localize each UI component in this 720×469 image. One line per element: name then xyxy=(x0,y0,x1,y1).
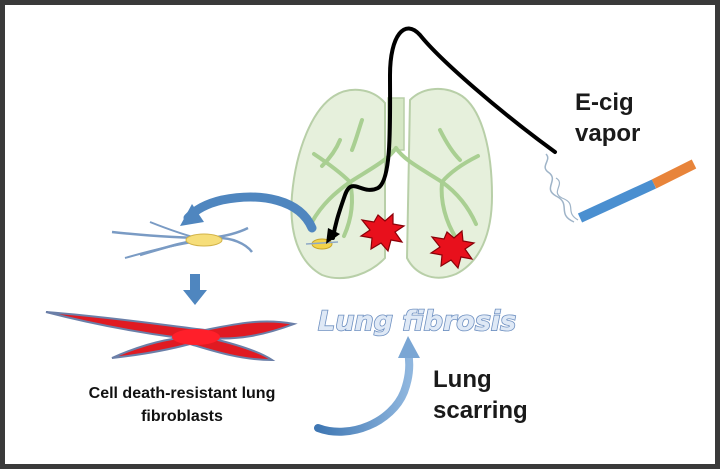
arrow-fibroblast-to-fibrosis xyxy=(314,336,420,436)
right-lung xyxy=(405,88,494,279)
cigarette-body xyxy=(577,179,657,223)
injury-burst-center xyxy=(359,212,406,253)
vapor-arrowhead xyxy=(326,228,340,244)
fibroblast-label-line2: fibroblasts xyxy=(141,408,223,425)
fibroblast-normal xyxy=(111,221,253,259)
arrow-lung-to-fibroblast xyxy=(180,192,317,233)
fibroblast-label-line1: Cell death-resistant lung xyxy=(89,385,276,402)
ecig-label-line1: E-cig xyxy=(575,89,634,116)
e-cigarette xyxy=(544,153,697,223)
cigarette-filter xyxy=(651,159,697,189)
lung-scarring-label-line1: Lung xyxy=(433,366,492,393)
injury-burst-right xyxy=(429,229,476,270)
left-lung xyxy=(290,88,386,280)
airway-branches xyxy=(310,118,480,240)
fibroblast-resistant xyxy=(45,311,298,362)
ecig-label-line2: vapor xyxy=(575,120,640,147)
vapor-path-arrow xyxy=(331,26,557,240)
lung-fibrosis-label: Lung fibrosis xyxy=(318,306,516,337)
arrow-down xyxy=(183,274,207,305)
vapor-wisp xyxy=(544,153,575,223)
lung-scarring-label-line2: scarring xyxy=(433,397,528,424)
